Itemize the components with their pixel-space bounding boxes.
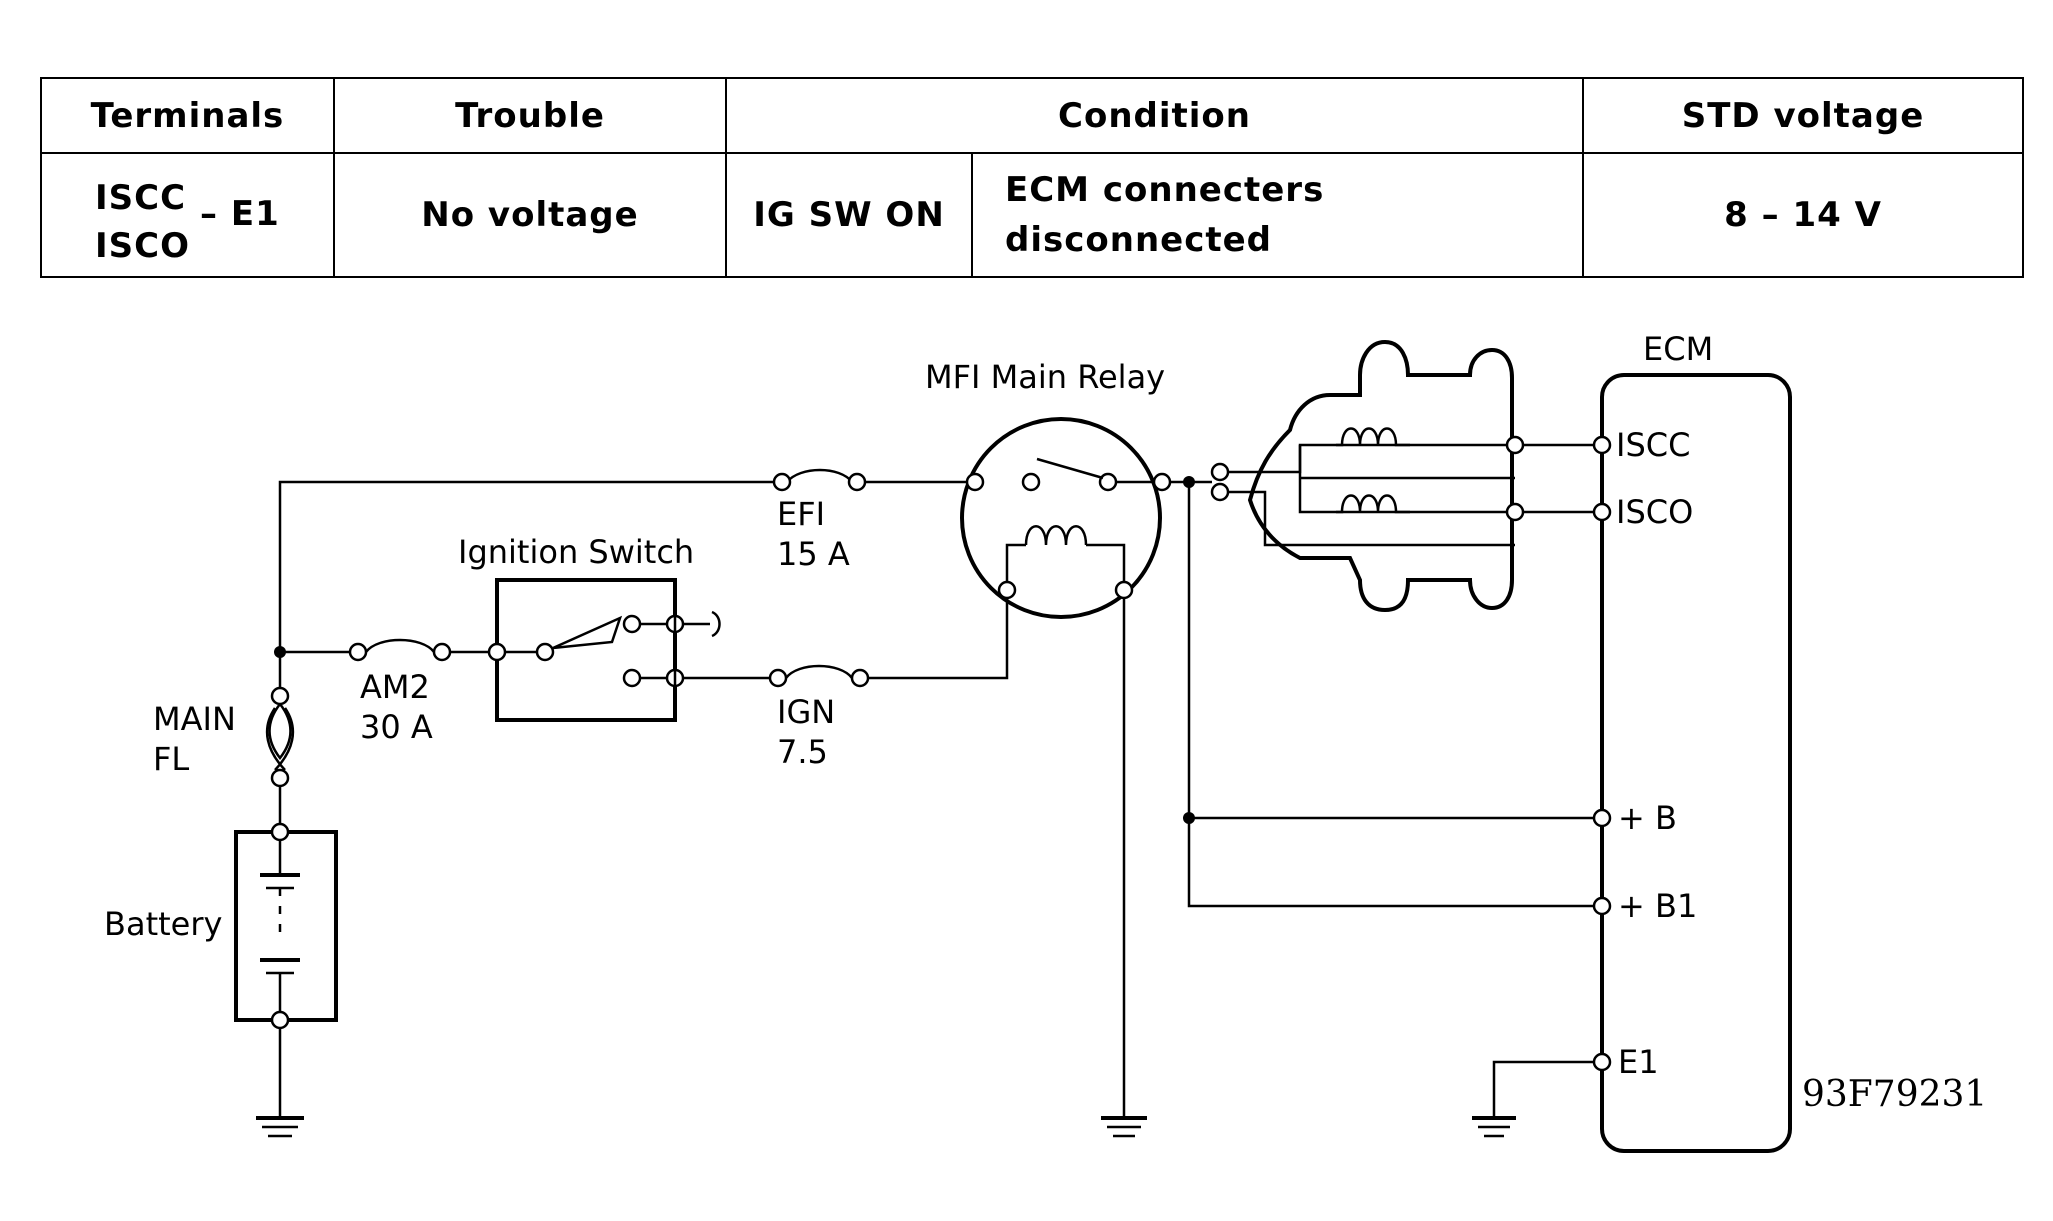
ecm-label: ECM — [1643, 330, 1713, 368]
ecm-terminal-b: + B — [1618, 799, 1677, 837]
table-row: ISCC ISCO – E1 No voltage IG SW ON ECM c… — [40, 152, 2025, 278]
header-trouble: Trouble — [333, 77, 727, 154]
ign-fuse-name: IGN — [777, 693, 835, 731]
ecm-box — [1600, 373, 1792, 1153]
main-fl-line2: FL — [153, 740, 189, 778]
terminal-isco: ISCO — [95, 226, 190, 266]
condition-switch-cell: IG SW ON — [725, 152, 973, 278]
terminal-iscc: ISCC — [95, 178, 187, 218]
mfi-main-relay — [960, 417, 1172, 619]
spec-table: Terminals Trouble Condition STD voltage … — [40, 77, 2025, 278]
header-std-voltage: STD voltage — [1582, 77, 2025, 154]
terminal-e1: – E1 — [200, 194, 280, 234]
ignition-switch-label: Ignition Switch — [458, 533, 694, 571]
efi-fuse-rating: 15 A — [777, 535, 850, 573]
ecm-ground-symbol — [1472, 1060, 1594, 1138]
condition-note-line2: disconnected — [1005, 220, 1273, 260]
trouble-cell: No voltage — [333, 152, 727, 278]
table-header-row: Terminals Trouble Condition STD voltage — [40, 77, 2025, 154]
figure-code: 93F79231 — [1802, 1074, 1987, 1115]
header-terminals: Terminals — [40, 77, 335, 154]
ecm-terminal-b1: + B1 — [1618, 887, 1697, 925]
efi-circuit — [278, 468, 975, 652]
ignition-circuit — [274, 578, 1009, 722]
ign-fuse-rating: 7.5 — [777, 733, 828, 771]
battery-label: Battery — [104, 905, 222, 943]
relay-label: MFI Main Relay — [925, 358, 1165, 396]
efi-fuse-name: EFI — [777, 495, 825, 533]
main-fl-line1: MAIN — [153, 700, 236, 738]
isc-valve — [1210, 339, 1593, 613]
condition-note-cell: ECM connecters disconnected — [970, 152, 1585, 278]
battery-ground-symbol — [256, 1028, 304, 1138]
ecm-terminal-iscc: ISCC — [1616, 426, 1690, 464]
condition-note-line1: ECM connecters — [1005, 170, 1325, 210]
relay-ground-symbol — [1101, 1116, 1147, 1138]
ecm-terminal-isco: ISCO — [1616, 493, 1693, 531]
battery-symbol — [234, 822, 338, 1030]
header-condition: Condition — [724, 77, 1585, 154]
am2-fuse-name: AM2 — [360, 668, 430, 706]
terminals-cell: ISCC ISCO – E1 — [40, 152, 335, 278]
am2-fuse-rating: 30 A — [360, 708, 433, 746]
ecm-terminal-e1: E1 — [1618, 1043, 1659, 1081]
main-fusible-link — [265, 652, 295, 825]
relay-output-wiring — [1122, 476, 1593, 1118]
std-voltage-cell: 8 – 14 V — [1582, 152, 2025, 278]
